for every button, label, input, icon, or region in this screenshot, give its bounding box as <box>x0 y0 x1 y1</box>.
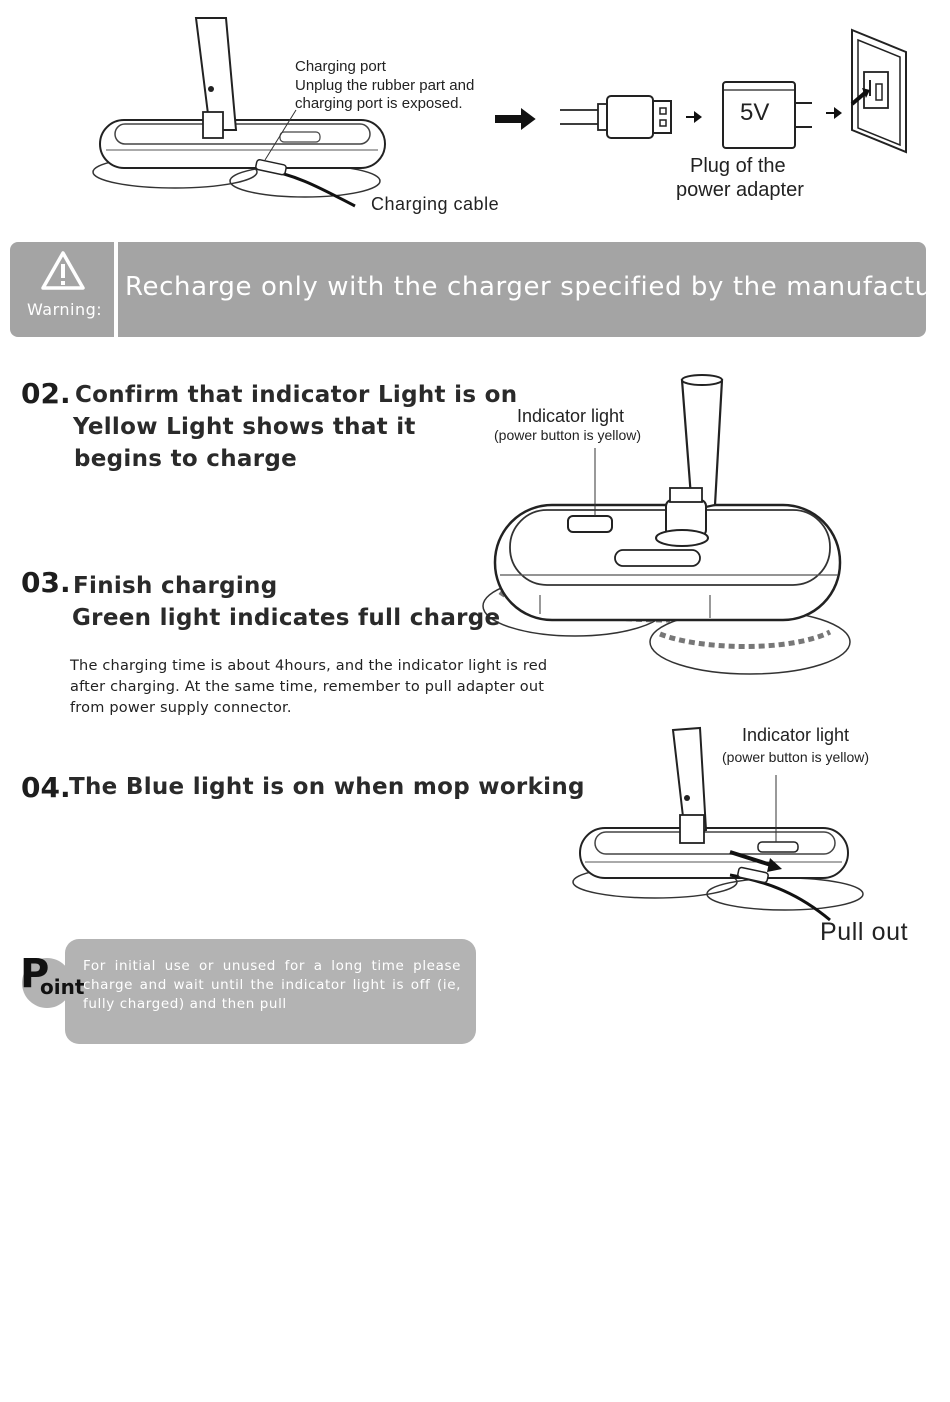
step-03-line1: Finish charging <box>73 573 278 599</box>
step-03-para-line1: The charging time is about 4hours, and t… <box>70 658 548 674</box>
warning-text: Recharge only with the charger specified… <box>125 272 950 302</box>
step-03-para-line3: from power supply connector. <box>70 700 292 716</box>
mop-pull-out-illustration <box>572 726 864 922</box>
step-04-indicator-title: Indicator light <box>742 725 850 745</box>
mop-charging-illustration <box>92 17 907 208</box>
step-03-line2: Green light indicates full charge <box>72 605 501 631</box>
pull-out-label: Pull out <box>820 918 909 946</box>
step-02-line3: begins to charge <box>74 446 298 472</box>
mop-indicator-illustration <box>482 374 851 675</box>
step-04-number: 04. <box>21 771 71 804</box>
warning-banner: Warning: Recharge only with the charger … <box>10 242 950 337</box>
warning-triangle-icon <box>41 251 85 290</box>
warning-divider <box>114 242 118 337</box>
step-02-number: 02. <box>21 377 71 410</box>
charging-cable-label: Charging cable <box>371 194 500 214</box>
adapter-voltage-label: 5V <box>740 99 770 126</box>
point-note-text: For initial use or unused for a long tim… <box>83 958 461 1012</box>
step-02-line2: Yellow Light shows that it <box>73 414 416 440</box>
step-04-line1: The Blue light is on when mop working <box>69 774 585 800</box>
step-03-para-line2: after charging. At the same time, rememb… <box>70 679 545 695</box>
step-04-indicator-sub: (power button is yellow) <box>722 749 870 765</box>
point-note-box: For initial use or unused for a long tim… <box>65 939 476 1044</box>
step-02-line1: Confirm that indicator Light is on <box>75 382 518 408</box>
charging-port-instruction-line2: Unplug the rubber part and <box>295 77 475 94</box>
point-badge-circle <box>22 958 72 1008</box>
step-02-indicator-sub: (power button is yellow) <box>494 427 642 443</box>
warning-label: Warning: <box>27 300 103 319</box>
step-03-number: 03. <box>21 566 71 599</box>
charging-port-title: Charging port <box>295 58 386 75</box>
adapter-label-line1: Plug of the <box>690 155 786 177</box>
point-badge-text: oint <box>40 975 85 999</box>
step-02-indicator-title: Indicator light <box>517 406 625 426</box>
point-badge-letter: P <box>20 951 50 997</box>
charging-port-instruction-line3: charging port is exposed. <box>295 95 463 112</box>
adapter-label-line2: power adapter <box>676 179 804 201</box>
